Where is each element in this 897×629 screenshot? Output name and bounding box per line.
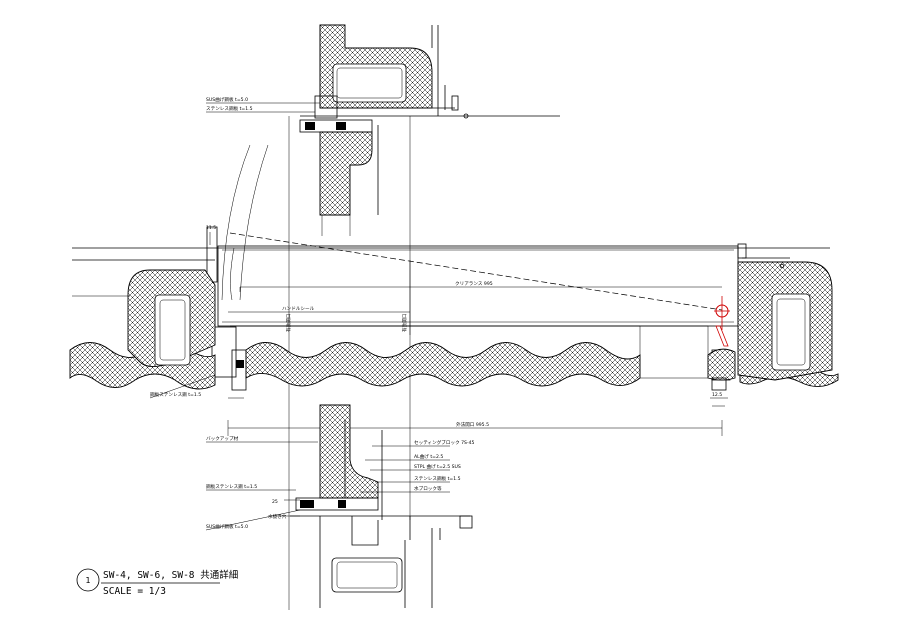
label-stainless-b: ステンレス鋼板 t=1.5 — [414, 475, 461, 482]
leader-lines — [149, 102, 450, 531]
label-top-sus-plate: SUS曲げ鋼板 t=5.0 — [206, 96, 248, 103]
label-inner-open-2: 有効開口 — [401, 313, 408, 332]
right-wall-block — [711, 257, 833, 391]
dimension-lines — [227, 260, 728, 436]
label-handle: ハンドルシール — [282, 307, 315, 312]
title-text: SW-4, SW-6, SW-8 共通詳細 — [103, 569, 238, 581]
title-scale: SCALE = 1/3 — [103, 586, 166, 597]
left-wall-block — [72, 269, 216, 367]
label-bot-left-small2: 水抜き穴 — [268, 513, 287, 520]
label-clearance: クリアランス 995 — [455, 281, 493, 287]
label-bot-sus-plate: SUS曲げ鋼板 t=5.0 — [206, 523, 248, 530]
label-inner-open: 有効開口 — [285, 313, 292, 332]
label-left-dim-small: 11.5 — [206, 225, 216, 231]
title-block: 1 SW-4, SW-6, SW-8 共通詳細 SCALE = 1/3 — [76, 568, 238, 597]
label-water-block: 水ブロック等 — [414, 485, 442, 492]
annotation-labels: SUS曲げ鋼板 t=5.0 ステンレス鋼板 t=1.5 11.5 鋼板ステンレス… — [150, 96, 722, 530]
label-outer-open: 外法開口 995.5 — [456, 421, 489, 428]
label-top-stainless: ステンレス鋼板 t=1.5 — [206, 105, 253, 112]
title-number: 1 — [86, 576, 91, 585]
label-bot-stainless: 鋼板ステンレス鋼 t=1.5 — [206, 483, 257, 490]
label-gasket: バックアップ材 — [206, 435, 239, 442]
label-setting-block: セッティングブロック 7S-45 — [414, 439, 475, 446]
label-right-dim: 12.5 — [712, 392, 722, 398]
label-stpl: STPL 曲げ t=2.5 SUS — [414, 463, 461, 470]
top-wall-section — [299, 24, 560, 216]
label-left-steel-plate: 鋼板ステンレス鋼 t=1.5 — [150, 391, 201, 398]
label-alu-part: AL曲げ t=2.5 — [414, 453, 443, 460]
label-bot-left-small: 25 — [272, 499, 278, 505]
title-number-circle — [76, 568, 100, 592]
bottom-wall-section — [290, 404, 473, 608]
